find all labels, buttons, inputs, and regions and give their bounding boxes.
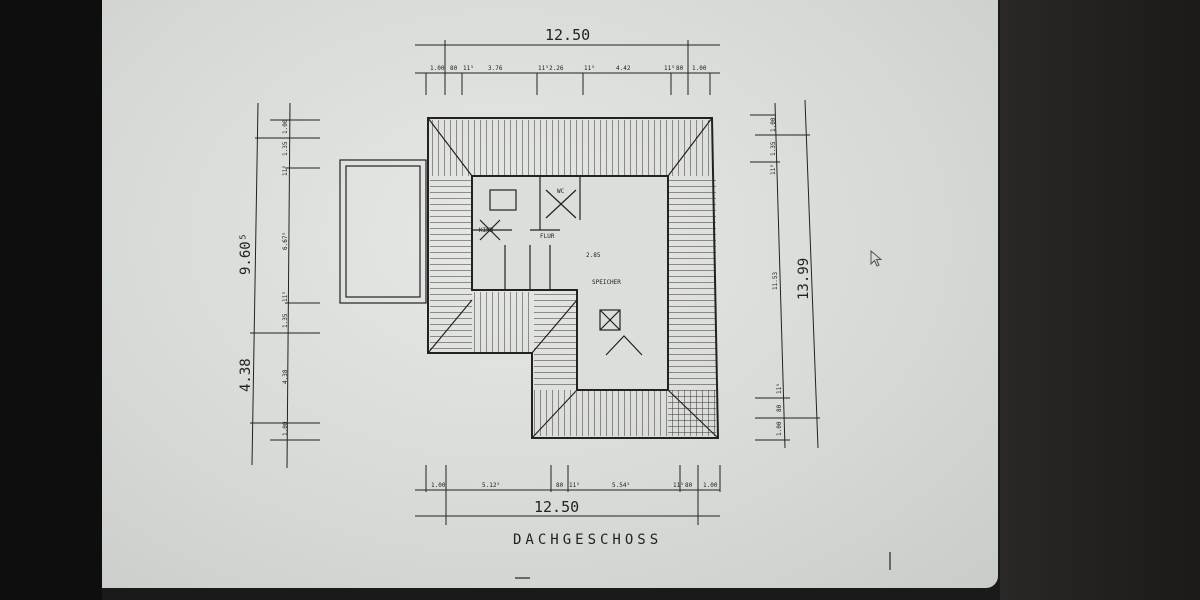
roof-hips [427, 117, 719, 439]
left-dimensions [250, 102, 320, 469]
svg-text:11⁵: 11⁵ [584, 65, 595, 72]
svg-text:11⁵: 11⁵ [664, 65, 675, 72]
svg-text:4.38: 4.38 [282, 369, 289, 384]
left-segment-labels: 1.00 1.35 11⁵ 6.67⁵ 11⁵ 1.35 4.38 1.00 [282, 119, 289, 436]
svg-text:3.76: 3.76 [488, 65, 503, 72]
monitor-bezel-right [1000, 0, 1200, 600]
room-speicher: SPEICHER [592, 279, 621, 286]
left-total-lower: 4.38 [238, 358, 254, 392]
svg-text:1.00: 1.00 [430, 65, 445, 72]
svg-text:5.54⁵: 5.54⁵ [612, 482, 630, 489]
svg-text:1.00: 1.00 [703, 482, 718, 489]
room-kind: KIND [479, 227, 494, 234]
svg-text:11⁵: 11⁵ [673, 482, 684, 489]
room-wc: WC [557, 188, 565, 195]
svg-text:1.00: 1.00 [692, 65, 707, 72]
carport [339, 159, 427, 304]
svg-text:80: 80 [450, 65, 458, 72]
svg-text:11⁵: 11⁵ [770, 164, 777, 175]
svg-text:11⁵: 11⁵ [538, 65, 549, 72]
svg-text:6.67⁵: 6.67⁵ [282, 232, 289, 250]
svg-text:80: 80 [556, 482, 564, 489]
bottom-dimensions [415, 465, 721, 525]
plan-title: DACHGESCHOSS [513, 532, 662, 548]
svg-text:2.26: 2.26 [549, 65, 564, 72]
right-dimensions [750, 99, 820, 449]
right-total-label: 13.99 [796, 258, 812, 300]
svg-text:11.53: 11.53 [772, 272, 779, 290]
top-segment-labels: 1.00 80 11⁵ 3.76 11⁵ 2.26 11⁵ 4.42 11⁵ 8… [430, 65, 707, 72]
svg-text:11⁵: 11⁵ [776, 383, 783, 394]
svg-text:11⁵: 11⁵ [282, 165, 289, 176]
svg-text:4.42: 4.42 [616, 65, 631, 72]
svg-text:1.00: 1.00 [770, 117, 777, 132]
svg-text:1.35: 1.35 [770, 141, 777, 156]
room-flur: FLUR [540, 233, 555, 240]
top-total-label: 12.50 [545, 26, 590, 44]
svg-text:1.00: 1.00 [282, 421, 289, 436]
svg-text:1.00: 1.00 [431, 482, 446, 489]
svg-text:1.35: 1.35 [282, 141, 289, 156]
height-mark: 2.85 [586, 252, 601, 259]
roof-hatching [430, 120, 716, 436]
svg-text:5.12⁵: 5.12⁵ [482, 482, 500, 489]
svg-text:11⁵: 11⁵ [463, 65, 474, 72]
svg-text:11⁵: 11⁵ [569, 482, 580, 489]
monitor-bezel-left [0, 0, 102, 600]
top-dimensions [415, 40, 720, 95]
svg-text:80: 80 [676, 65, 684, 72]
interior-walls [472, 176, 643, 356]
mouse-pointer-icon [870, 250, 883, 267]
svg-text:1.00: 1.00 [282, 119, 289, 134]
bottom-segment-labels: 1.00 5.12⁵ 80 11⁵ 5.54⁵ 11⁵ 80 1.00 [431, 482, 718, 489]
room-labels: KIND WC FLUR SPEICHER 2.85 [479, 188, 621, 286]
svg-text:80: 80 [776, 404, 783, 412]
right-segment-labels: 1.00 1.35 11⁵ 11.53 11⁵ 80 1.00 [770, 117, 783, 436]
bottom-total-label: 12.50 [534, 498, 579, 516]
svg-text:1.35: 1.35 [282, 313, 289, 328]
svg-text:80: 80 [685, 482, 693, 489]
svg-text:11⁵: 11⁵ [282, 291, 289, 302]
left-total-upper: 9.60⁵ [238, 233, 254, 275]
svg-text:1.00: 1.00 [776, 421, 783, 436]
